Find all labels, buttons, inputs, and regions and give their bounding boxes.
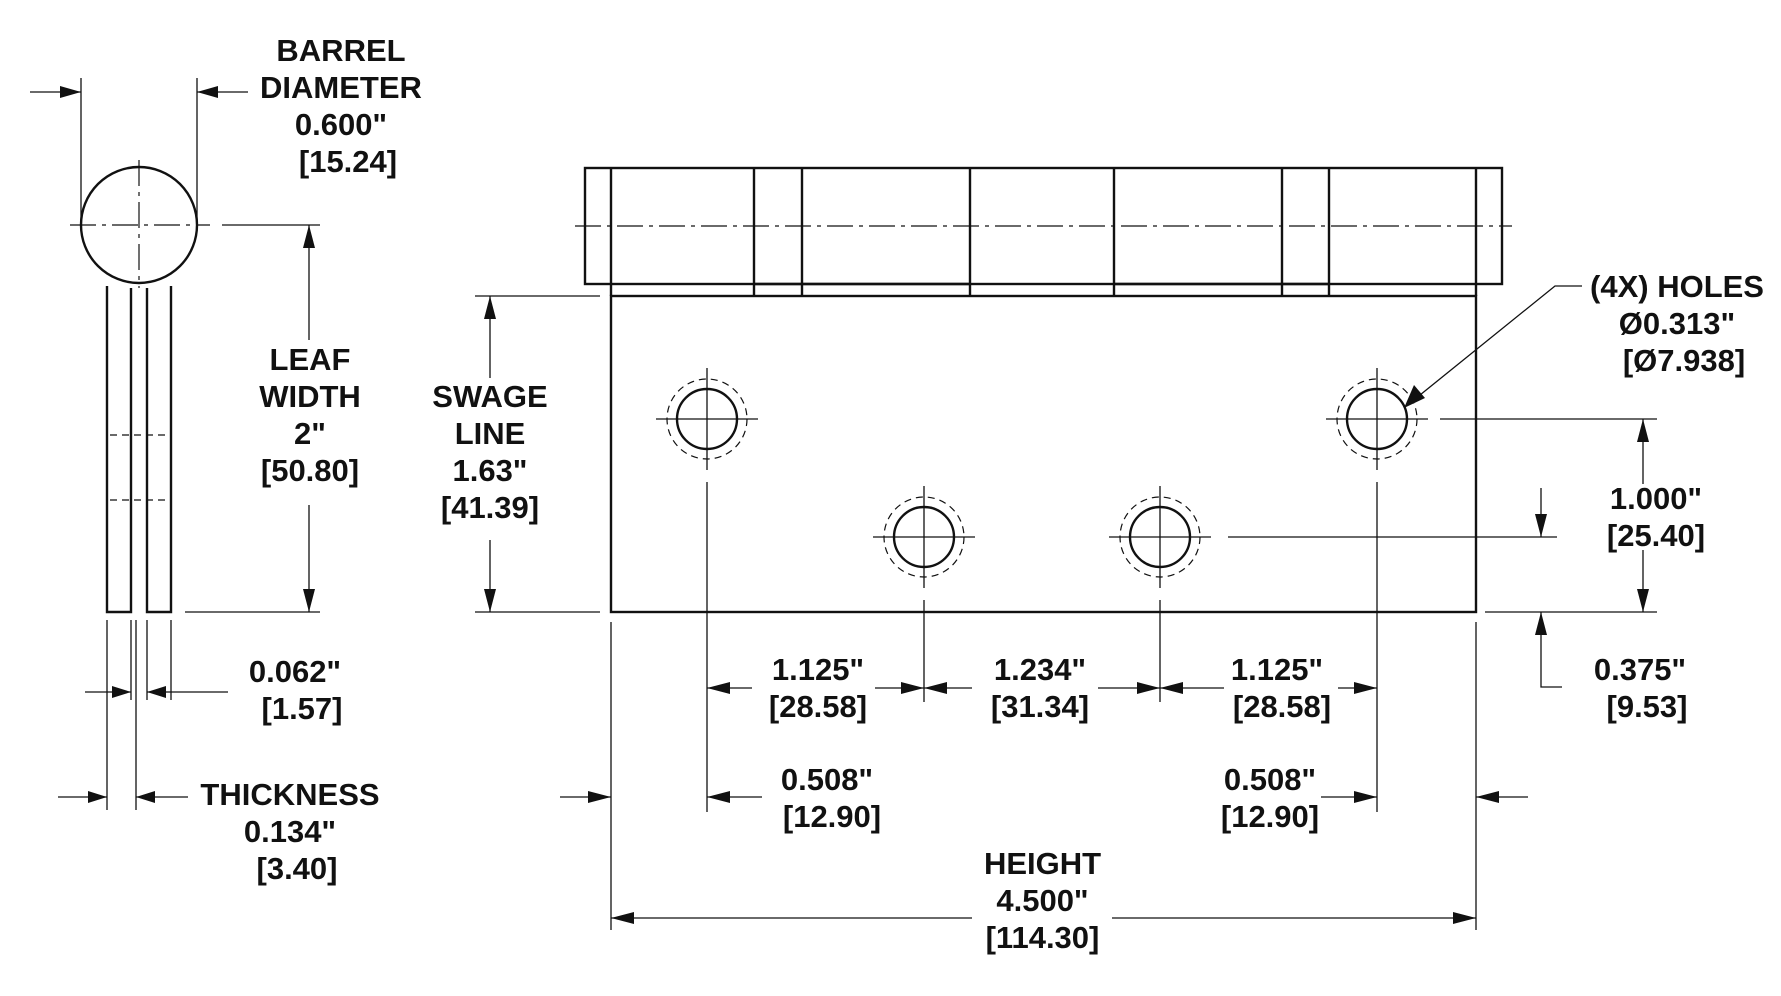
- spacing-middle-inch: 1.234": [993, 652, 1087, 687]
- spacing-right-inch: 1.125": [1230, 652, 1324, 687]
- thickness-inch: 0.134": [243, 814, 337, 849]
- edge-left-label: 0.508" [12.90]: [762, 761, 892, 835]
- hole-bottom-right: [1109, 486, 1211, 588]
- holes-line1: (4X) HOLES: [1590, 269, 1764, 304]
- edge-right-mm: [12.90]: [1220, 799, 1320, 834]
- thickness-line1: THICKNESS: [200, 777, 380, 812]
- front-view: [475, 166, 1657, 930]
- leaf-right: [145, 286, 173, 614]
- barrel-diameter-line2: DIAMETER: [260, 70, 422, 105]
- height-label: HEIGHT 4.500" [114.30]: [970, 845, 1115, 956]
- spacing-right-mm: [28.58]: [1232, 689, 1332, 724]
- thickness-label: THICKNESS 0.134" [3.40]: [190, 776, 390, 887]
- leaf-thickness-inch: 0.062": [248, 654, 342, 689]
- height-inch: 4.500": [996, 883, 1089, 918]
- barrel-diameter-label: BARREL DIAMETER 0.600" [15.24]: [246, 32, 436, 180]
- barrel-diameter-mm: [15.24]: [298, 144, 398, 179]
- side-view: [30, 78, 320, 810]
- spacing-left-inch: 1.125": [771, 652, 865, 687]
- thickness-mm: [3.40]: [256, 851, 338, 886]
- leaf-width-label: LEAF WIDTH 2" [50.80]: [245, 341, 375, 489]
- edge-left-mm: [12.90]: [782, 799, 882, 834]
- holes-dia-inch: Ø0.313": [1618, 306, 1736, 341]
- hole-top-left: [656, 368, 758, 470]
- hole-offset-bottom-label: 0.375" [9.53]: [1570, 651, 1710, 725]
- hole-top-right: [1326, 368, 1428, 470]
- hole-offset-top-mm: [25.40]: [1606, 518, 1706, 553]
- spacing-right-label: 1.125" [28.58]: [1212, 651, 1342, 725]
- hole-offset-top-inch: 1.000": [1609, 481, 1703, 516]
- barrel-diameter-line1: BARREL: [276, 33, 406, 68]
- hole-offset-bottom-inch: 0.375": [1593, 652, 1687, 687]
- swage-line-mm: [41.39]: [440, 490, 540, 525]
- spacing-middle-label: 1.234" [31.34]: [975, 651, 1105, 725]
- swage-line-label: SWAGE LINE 1.63" [41.39]: [420, 378, 560, 526]
- leaf-width-mm: [50.80]: [260, 453, 360, 488]
- edge-right-inch: 0.508": [1223, 762, 1317, 797]
- leaf-thickness-mm: [1.57]: [261, 691, 343, 726]
- hole-offset-bottom-mm: [9.53]: [1606, 689, 1688, 724]
- spacing-middle-mm: [31.34]: [990, 689, 1090, 724]
- leaf-thickness-label: 0.062" [1.57]: [230, 653, 360, 727]
- leaf-width-line2: WIDTH: [259, 379, 361, 414]
- hole-bottom-left: [873, 486, 975, 588]
- swage-line-line1: SWAGE: [432, 379, 548, 414]
- leaf-width-line1: LEAF: [269, 342, 351, 377]
- leaf-plate: [609, 294, 1478, 614]
- leaf-width-inch: 2": [294, 416, 326, 451]
- height-line1: HEIGHT: [983, 846, 1102, 881]
- leaf-left: [105, 286, 133, 614]
- spacing-left-label: 1.125" [28.58]: [753, 651, 883, 725]
- height-mm: [114.30]: [985, 920, 1100, 955]
- edge-left-inch: 0.508": [780, 762, 874, 797]
- spacing-left-mm: [28.58]: [768, 689, 868, 724]
- swage-line-line2: LINE: [454, 416, 526, 451]
- holes-label: (4X) HOLES Ø0.313" [Ø7.938]: [1582, 268, 1772, 379]
- swage-line-inch: 1.63": [452, 453, 528, 488]
- hole-offset-top-label: 1.000" [25.40]: [1586, 480, 1726, 554]
- barrel-diameter-inch: 0.600": [294, 107, 388, 142]
- holes-dia-mm: [Ø7.938]: [1622, 343, 1746, 378]
- edge-right-label: 0.508" [12.90]: [1205, 761, 1335, 835]
